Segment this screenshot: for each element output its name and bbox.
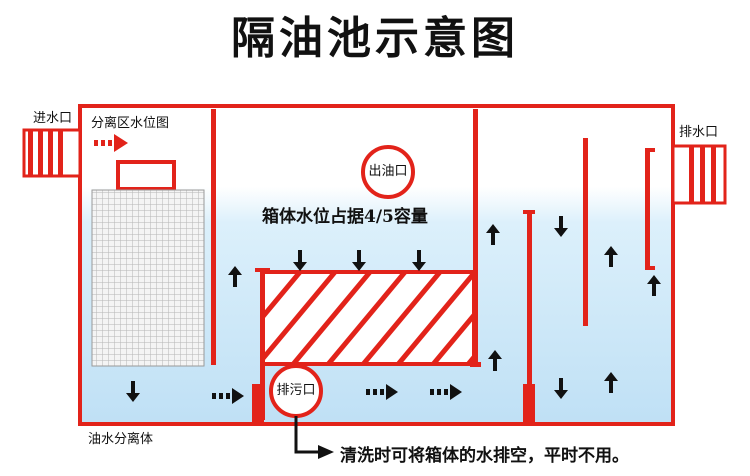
tank-level-label: 箱体水位占据4/5容量: [262, 207, 428, 227]
baffle-2: [473, 109, 478, 367]
diagram-title: 隔油池示意图: [231, 13, 519, 64]
mesh-filter: [91, 189, 205, 367]
baffle-3: [527, 212, 532, 421]
cleaning-note: 清洗时可将箱体的水排空，平时不用。: [340, 446, 629, 466]
separation-zone-level-label: 分离区水位图: [91, 116, 170, 131]
sewage-outlet-label: 排污口: [276, 383, 316, 398]
arrow-up: [228, 224, 661, 393]
inlet-label: 进水口: [33, 111, 73, 126]
float-box: [116, 160, 176, 191]
baffle-4: [583, 138, 588, 326]
arrow-right-dashed: [212, 384, 462, 404]
callout-line: [294, 416, 318, 454]
inlet-pipe: [22, 128, 82, 178]
inlet-flow-arrow: [94, 134, 128, 152]
outlet-pipe: [671, 144, 727, 205]
separator-body-label: 油水分离体: [88, 432, 154, 447]
oil-outlet-label: 出油口: [368, 164, 408, 179]
drain-post-right: [523, 384, 535, 424]
arrow-down: [126, 216, 568, 402]
tank-wall: [78, 104, 675, 426]
oil-outlet-circle: [361, 145, 415, 199]
outlet-label: 排水口: [679, 125, 719, 140]
baffle-5: [645, 148, 650, 270]
baffle-1: [211, 109, 216, 365]
hatched-basket: [255, 268, 476, 420]
